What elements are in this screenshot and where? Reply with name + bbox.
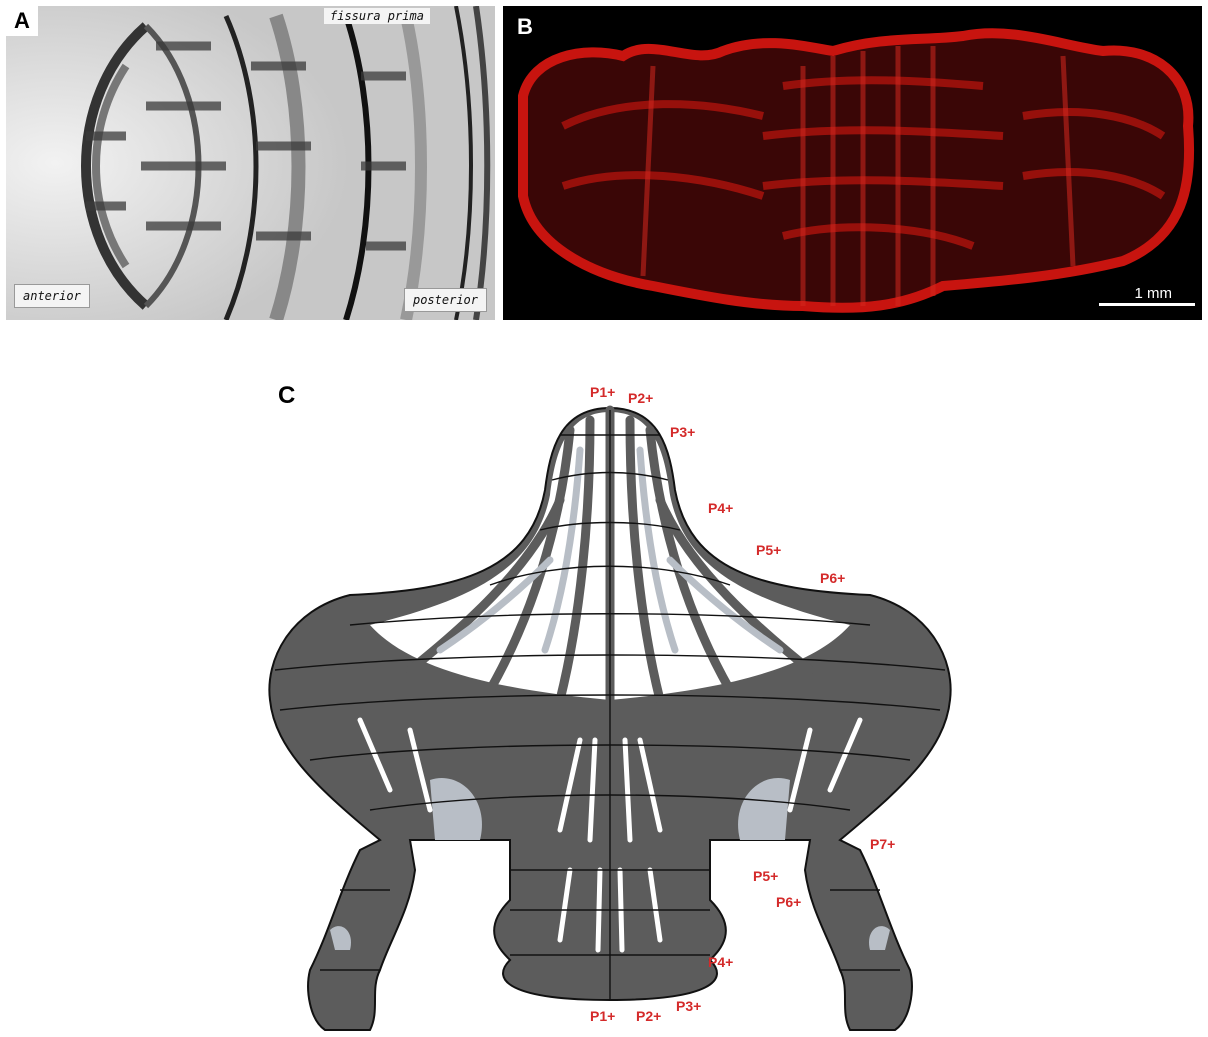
label-p3-top: P3+ (670, 424, 695, 440)
anterior-label: anterior (14, 284, 90, 308)
panel-b-letter: B (509, 12, 541, 42)
label-p5-top: P5+ (756, 542, 781, 558)
label-p5-side: P5+ (753, 868, 778, 884)
label-p2-top: P2+ (628, 390, 653, 406)
panel-c-letter: C (270, 380, 303, 412)
panel-a-image (6, 6, 495, 320)
fissura-prima-label: fissura prima (324, 8, 430, 24)
label-p6-side: P6+ (776, 894, 801, 910)
label-p4-top: P4+ (708, 500, 733, 516)
panel-c: C P1+ P2+ P3+ P4+ P5+ P6+ P7+ P5+ P6+ P4… (260, 370, 960, 1035)
label-p3-bottom: P3+ (676, 998, 701, 1014)
label-p7-side: P7+ (870, 836, 895, 852)
label-p1-top: P1+ (590, 384, 615, 400)
panel-b-image (503, 6, 1202, 320)
label-p6-top: P6+ (820, 570, 845, 586)
scale-bar-label: 1 mm (1135, 285, 1173, 302)
label-p1-bottom: P1+ (590, 1008, 615, 1024)
label-p2-bottom: P2+ (636, 1008, 661, 1024)
panel-b: B 1 mm (503, 6, 1202, 320)
posterior-label: posterior (404, 288, 487, 312)
panel-c-schematic (260, 370, 960, 1035)
label-p4-side: P4+ (708, 954, 733, 970)
panel-a-letter: A (6, 6, 38, 36)
panel-a: A fissura prima anterior posterior (6, 6, 495, 320)
